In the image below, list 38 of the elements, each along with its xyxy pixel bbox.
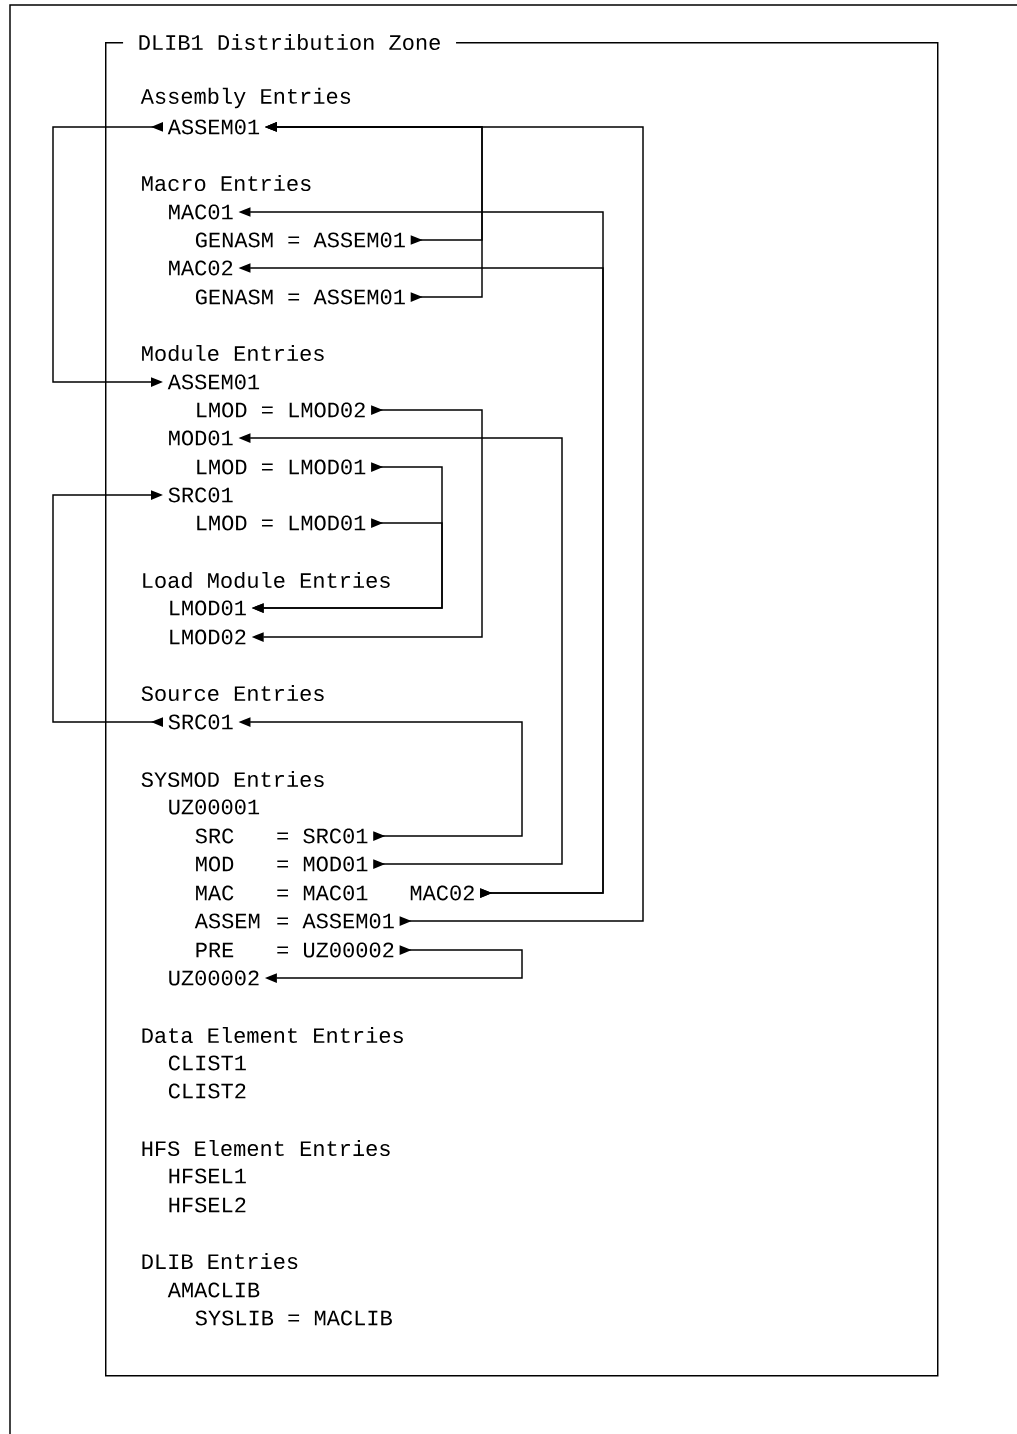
entry-text: LMOD = LMOD01 — [197, 459, 366, 475]
entry-text: MAC02 — [169, 260, 233, 276]
entry-label: SYSLIB = MACLIB — [195, 1310, 392, 1326]
entry-text: GENASM = ASSEM01 — [195, 289, 405, 305]
entry-text: SRC = SRC01 — [195, 828, 368, 844]
entry-label: Module Entries — [142, 344, 324, 362]
entry-label: Macro Entries — [142, 174, 311, 192]
entry-label: CLIST2 — [168, 1083, 246, 1099]
entry-text: SRC01 — [168, 487, 233, 503]
arrow — [52, 122, 163, 387]
entry-text: LMOD = LMOD02 — [197, 402, 365, 418]
entry-text: MOD01 — [169, 430, 233, 446]
entry-label: Load Module Entries — [143, 571, 390, 589]
entry-text: SRC01 — [168, 714, 233, 730]
entry-label: CLIST1 — [168, 1055, 246, 1071]
entry-label: SYSMOD Entries — [141, 770, 324, 788]
entry-text: ASSEM01 — [167, 374, 260, 390]
entry-text: MAC = MAC01 MAC02 — [196, 885, 474, 901]
entry-label: Source Entries — [141, 684, 324, 702]
entry-label: HFSEL2 — [169, 1197, 246, 1213]
entry-text: LMOD01 — [170, 600, 246, 616]
entry-label: HFS Element Entries — [142, 1139, 390, 1157]
entry-text: LMOD = LMOD01 — [197, 515, 366, 531]
entry-label: HFSEL1 — [169, 1168, 246, 1184]
entry-text: MAC01 — [169, 204, 233, 220]
entry-label: Data Element Entries — [142, 1026, 403, 1044]
entry-text: LMOD02 — [170, 629, 246, 645]
entry-label: AMACLIB — [167, 1282, 260, 1298]
entry-text: MOD = MOD01 — [196, 856, 368, 872]
arrow — [52, 490, 163, 727]
entry-label: DLIB Entries — [142, 1252, 298, 1270]
entry-label: UZ00001 — [169, 799, 260, 815]
entry-text: UZ00002 — [169, 970, 259, 986]
entry-text: GENASM = ASSEM01 — [195, 232, 405, 248]
entry-label: Assembly Entries — [140, 87, 351, 109]
entry-text: PRE = UZ00002 — [196, 942, 394, 958]
entry-text: ASSEM01 — [167, 119, 260, 135]
entry-text: ASSEM = ASSEM01 — [194, 913, 394, 929]
